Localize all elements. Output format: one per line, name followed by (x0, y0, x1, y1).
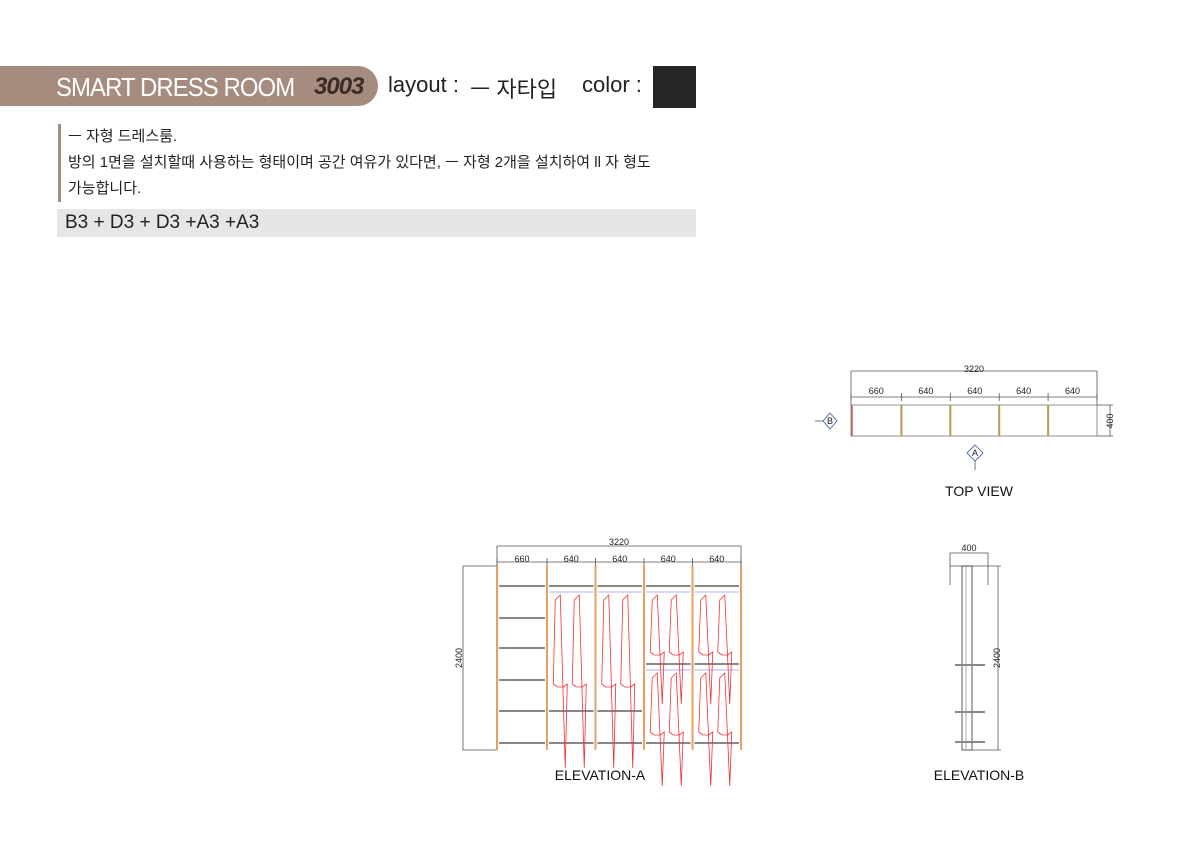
layout-value: ㅡ 자타입 (470, 77, 558, 102)
description-line: 가능합니다. (68, 180, 142, 197)
elevation-a-width: 640 (564, 554, 579, 564)
elevation-b-depth: 400 (961, 543, 976, 553)
elevation-a-width: 640 (612, 554, 627, 564)
garment (717, 594, 733, 705)
elevation-a-total: 3220 (609, 537, 629, 547)
top-view-label: TOP VIEW (945, 483, 1014, 499)
garment (649, 672, 665, 787)
title: SMART DRESS ROOM (56, 72, 295, 102)
garment (717, 672, 733, 787)
marker-b: B (827, 416, 833, 426)
garment (571, 594, 587, 769)
marker-a: A (972, 448, 978, 458)
model-number: 3003 (314, 73, 364, 100)
garment (668, 672, 684, 787)
elevation-a-width: 640 (661, 554, 676, 564)
elevation-a-width: 660 (514, 554, 529, 564)
top-view-width: 640 (918, 386, 933, 396)
elevation-b-label: ELEVATION-B (934, 767, 1025, 783)
elevation-a-height: 2400 (454, 648, 464, 668)
elevation-a (462, 545, 742, 787)
top-view-total: 3220 (964, 364, 984, 374)
top-view-depth: 400 (1105, 413, 1115, 428)
top-view-width: 660 (869, 386, 884, 396)
garment (698, 672, 714, 787)
top-view-width: 640 (1065, 386, 1080, 396)
garment (601, 594, 617, 769)
top-view-width: 640 (967, 386, 982, 396)
description: ㅡ 자형 드레스룸. 방의 1면을 설치할때 사용하는 형태이며 공간 여유가 … (58, 124, 651, 202)
garment (698, 594, 714, 705)
color-swatch (653, 66, 696, 108)
combination-bar: B3 + D3 + D3 +A3 +A3 (57, 209, 696, 237)
description-line: 방의 1면을 설치할때 사용하는 형태이며 공간 여유가 있다면, ㅡ 자형 2… (68, 154, 651, 171)
top-view-width: 640 (1016, 386, 1031, 396)
elevation-a-label: ELEVATION-A (555, 767, 646, 783)
color-label: color : (582, 72, 642, 97)
elevation-b (949, 552, 1001, 751)
description-line: ㅡ 자형 드레스룸. (68, 128, 178, 145)
garment (668, 594, 684, 705)
elevation-b-height: 2400 (992, 648, 1002, 668)
layout-label: layout : (388, 72, 459, 97)
elevation-a-width: 640 (709, 554, 724, 564)
garment (649, 594, 665, 705)
garment (620, 594, 636, 769)
garment (552, 594, 568, 769)
title-banner: SMART DRESS ROOM 3003 (0, 66, 378, 106)
top-view (815, 370, 1113, 470)
